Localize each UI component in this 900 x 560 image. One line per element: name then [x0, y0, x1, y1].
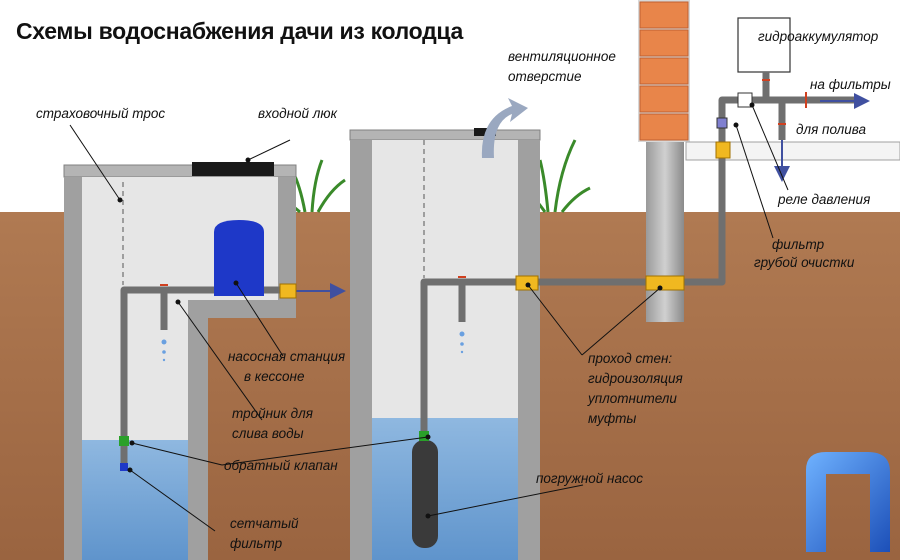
label-coarse-filter-2: грубой очистки	[754, 255, 855, 270]
label-entry-hatch: входной люк	[258, 106, 337, 121]
wall-couplings	[279, 141, 731, 299]
logo-icon	[806, 452, 890, 552]
label-drain-tee-1: тройник для	[232, 406, 313, 421]
check-valve	[419, 431, 429, 441]
label-pump-station-1: насосная станция	[228, 349, 346, 364]
label-wall-pass-2: гидроизоляция	[588, 371, 683, 386]
label-check-valve: обратный клапан	[224, 458, 338, 473]
label-vent-2: отверстие	[508, 69, 582, 84]
label-for-watering: для полива	[796, 122, 867, 137]
label-accumulator: гидроаккумулятор	[758, 29, 879, 44]
page-title: Схемы водоснабжения дачи из колодца	[16, 18, 464, 44]
label-wall-pass-1: проход стен:	[588, 351, 673, 366]
label-submersible-pump: погружной насос	[536, 471, 643, 486]
leader-dots	[117, 102, 755, 519]
coarse-filter	[716, 117, 728, 129]
label-mesh-filter-2: фильтр	[230, 536, 283, 551]
grass-icon	[276, 139, 591, 214]
label-drain-tee-2: слива воды	[232, 426, 304, 441]
pressure-relay	[737, 92, 753, 108]
label-safety-rope: страховочный трос	[36, 106, 166, 121]
label-vent-1: вентиляционное	[508, 49, 616, 64]
submersible-pump	[412, 440, 438, 548]
label-pump-station-2: в кессоне	[244, 369, 305, 384]
mesh-filter	[120, 463, 128, 471]
label-to-filters: на фильтры	[810, 77, 891, 92]
label-wall-pass-3: уплотнители	[588, 391, 677, 406]
valve-handles	[160, 79, 807, 286]
pump-station	[214, 220, 264, 296]
vent-arrow-icon	[481, 98, 528, 158]
label-wall-pass-4: муфты	[588, 411, 637, 426]
leader-lines	[69, 104, 789, 532]
label-coarse-filter-1: фильтр	[772, 237, 825, 252]
label-mesh-filter-1: сетчатый	[230, 516, 299, 531]
well	[349, 128, 541, 560]
drips	[161, 331, 465, 362]
house-wall	[638, 0, 900, 322]
accumulator-tank	[737, 17, 791, 73]
check-valve	[119, 436, 129, 446]
label-pressure-relay: реле давления	[778, 192, 871, 207]
